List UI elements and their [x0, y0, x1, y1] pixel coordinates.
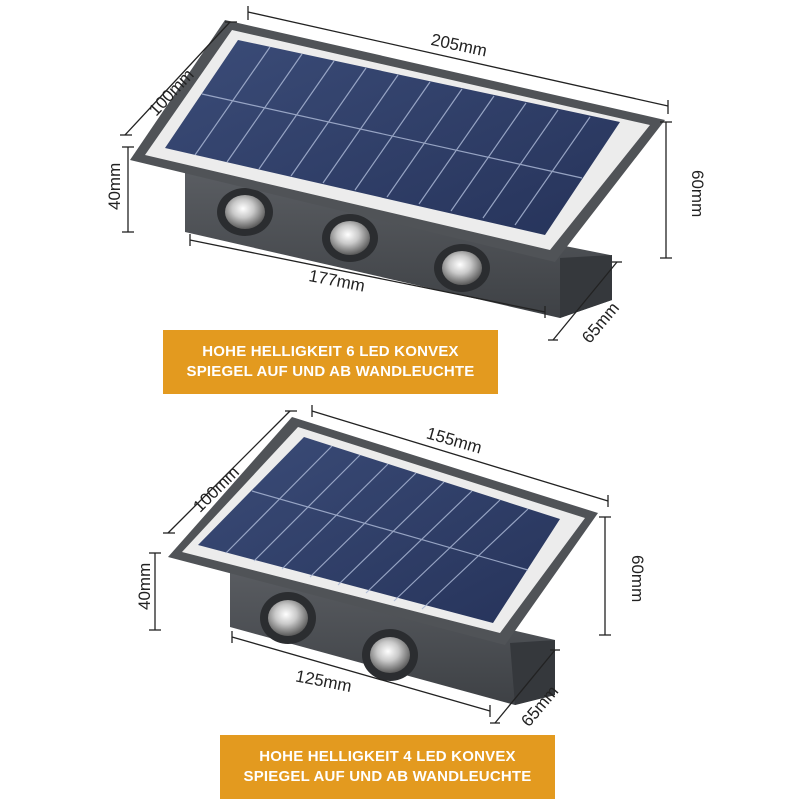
dim-back-height: 60mm	[628, 555, 647, 602]
led-lens-1	[217, 188, 273, 236]
product-six-led: 205mm 100mm 40mm 60mm 177mm 65mm HOHE HE…	[105, 6, 707, 394]
led-lens-3	[434, 244, 490, 292]
dim-width: 205mm	[429, 30, 488, 60]
dim-front-height: 40mm	[135, 563, 154, 610]
banner-line-2: SPIEGEL AUF UND AB WANDLEUCHTE	[186, 363, 475, 380]
feature-banner: HOHE HELLIGKEIT 4 LED KONVEX SPIEGEL AUF…	[220, 735, 555, 799]
dim-base-width: 125mm	[294, 666, 353, 695]
solar-light-four-led-image: 155mm 100mm 40mm 60mm 125mm 65mm	[135, 405, 647, 730]
led-lens-1	[260, 592, 316, 644]
feature-banner: HOHE HELLIGKEIT 6 LED KONVEX SPIEGEL AUF…	[163, 330, 498, 394]
led-lens-2	[362, 629, 418, 681]
banner-line-1: HOHE HELLIGKEIT 6 LED KONVEX	[202, 343, 459, 360]
led-lens-2	[322, 214, 378, 262]
dim-back-height: 60mm	[688, 170, 707, 217]
dim-front-height: 40mm	[105, 163, 124, 210]
banner-line-2: SPIEGEL AUF UND AB WANDLEUCHTE	[243, 768, 532, 785]
product-four-led: 155mm 100mm 40mm 60mm 125mm 65mm HOHE HE…	[0, 405, 800, 800]
solar-panel	[198, 437, 560, 623]
dim-width: 155mm	[424, 424, 484, 458]
solar-panel	[165, 40, 620, 235]
banner-line-1: HOHE HELLIGKEIT 4 LED KONVEX	[259, 748, 516, 765]
solar-light-six-led-image: 205mm 100mm 40mm 60mm 177mm 65mm	[105, 6, 707, 347]
